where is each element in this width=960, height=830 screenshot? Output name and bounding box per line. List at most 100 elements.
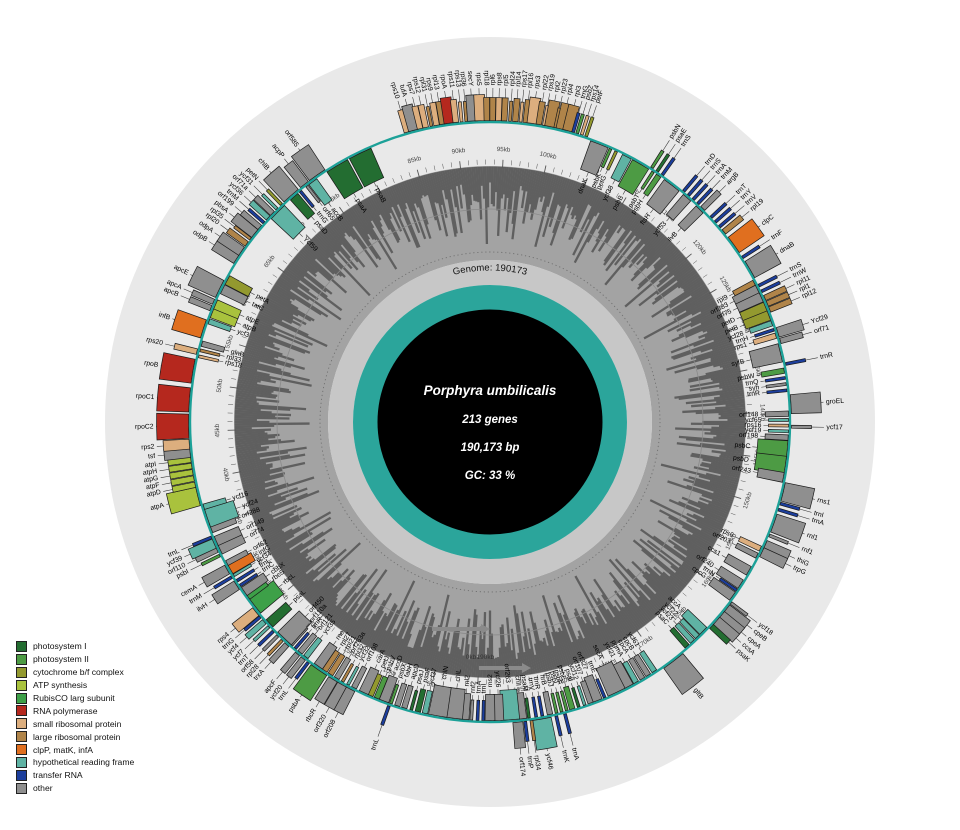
scale-tick-label: 45kb (214, 423, 221, 437)
gene-box-trnM (213, 575, 233, 590)
gene-label: tufA (398, 84, 408, 98)
gene-label: rps18 (224, 359, 242, 370)
legend-swatch (16, 731, 27, 743)
gene-box-groEL (789, 391, 822, 414)
gene-box-psaA (326, 159, 364, 200)
gene-label: psbD (732, 455, 749, 464)
gene-label: rpl1 (798, 282, 811, 293)
gene-label: rps14 (589, 84, 601, 103)
gene-box-trnC (238, 572, 259, 588)
gene-label: trnE (586, 660, 597, 675)
gene-label: atpB (241, 322, 257, 334)
gene-box-psbA (292, 664, 328, 702)
gene-label: rpl9 (716, 294, 729, 306)
gene-box-syh (765, 382, 787, 389)
gene-label: trnR (820, 352, 834, 361)
gene-box-rps11 (449, 98, 460, 124)
gene-box-ycf23 (674, 622, 695, 644)
gene-box-rps16 (768, 423, 789, 428)
gene-label: psbC (734, 442, 751, 450)
gene-label: rpoC2 (135, 423, 154, 430)
gene-label: trnA (811, 517, 825, 527)
gene-box-ycf39 (187, 538, 217, 560)
scale-tick-label: 90kb (451, 147, 466, 156)
gene-label: rps19 (547, 73, 557, 91)
gene-box-rnf2 (469, 699, 475, 721)
gene-label: ftrB (538, 674, 547, 686)
gene-box-ycf3 (207, 318, 232, 332)
gene-box-trnR (766, 388, 788, 395)
gene-label: rpl24 (509, 71, 517, 87)
scale-tick-label: 180kb (556, 675, 575, 687)
gene-label: orf174 (517, 757, 526, 777)
gene-count-label: 213 genes (461, 414, 518, 426)
gene-box-orf148 (764, 410, 789, 418)
gene-box-trnA (475, 699, 481, 721)
scale-tick-label: 100kb (539, 151, 558, 162)
gene-label: syfB (731, 358, 746, 368)
gene-box-trnT (709, 201, 728, 219)
gene-label: petJ (380, 655, 392, 670)
gene-box-trnI (481, 700, 486, 721)
gene-label: rpl13 (431, 74, 440, 90)
gene-label: atpH (142, 468, 157, 477)
scale-tick-label: 5kb (426, 681, 438, 690)
legend-swatch (16, 679, 27, 691)
gene-box-trpG (759, 547, 789, 569)
gene-box-rpl35 (233, 225, 252, 241)
gene-box-cpcB (633, 653, 651, 678)
gene-label: psbX (397, 662, 409, 679)
gene-box-psbX (389, 683, 400, 705)
gene-box-petN (265, 188, 283, 206)
gene-box-cpcA (627, 657, 646, 681)
gene-box-trnH (754, 327, 775, 338)
legend-item: small ribosomal protein (16, 717, 134, 730)
gene-box-rpoC1 (156, 383, 191, 413)
gene-box-ycf19 (767, 429, 789, 434)
gene-box-trnA (691, 183, 709, 201)
gene-label: atpA (150, 502, 166, 512)
legend-item: hypothetical reading frame (16, 756, 134, 769)
gene-box-accB (308, 178, 333, 206)
gene-box-dnaB (744, 244, 782, 279)
gene-label: rpl3 (573, 85, 583, 98)
gene-label: tatC (251, 301, 265, 313)
gene-label: glnB (230, 349, 245, 359)
gene-box-trnF (741, 244, 761, 260)
genome-rings: 5kb10kb15kb20kb25kb30kb35kb40kb45kb50kb5… (105, 37, 875, 807)
gene-box-rbcL (248, 580, 285, 614)
gene-box-psaK (709, 623, 731, 645)
gene-label: rpl14 (515, 71, 523, 87)
gene-box-carA (358, 666, 380, 696)
gene-box-psaE (655, 153, 671, 173)
legend-label: other (33, 783, 53, 794)
gene-box-petB (742, 310, 772, 330)
gene-box-trnV (718, 211, 737, 229)
gene-box-atpD (171, 481, 197, 493)
gene-label: rps16 (744, 422, 761, 429)
gene-label: rpl6 (490, 74, 497, 86)
scale-tick-label: 10kb (382, 666, 398, 678)
gene-box-pgmA (622, 660, 639, 685)
gene-box-ycf22 (679, 617, 700, 640)
legend-label: small ribosomal protein (33, 718, 122, 729)
gene-label: ycf16 (232, 491, 250, 502)
gene-box-ccs1 (723, 553, 752, 576)
gene-box-rpl21 (327, 653, 346, 677)
gene-box-trnQ (764, 376, 786, 383)
gene-label: petB (724, 324, 740, 336)
gene-box-orf121 (297, 632, 318, 655)
gene-box-rns1 (780, 482, 816, 510)
gene-box-orf198 (764, 433, 789, 441)
gene-box-rpl6 (489, 97, 497, 121)
legend-item: ATP synthesis (16, 679, 134, 692)
gene-label: petF (594, 89, 605, 104)
gene-box-trnD (682, 174, 699, 193)
gene-box-ycf61 (639, 650, 658, 674)
gene-label: rps9 (424, 77, 433, 91)
gene-label: ycf26 (494, 671, 501, 688)
gene-label: psaJ (415, 669, 426, 685)
gene-box-rpl32 (340, 663, 355, 683)
gene-box-cpcG (708, 576, 736, 601)
